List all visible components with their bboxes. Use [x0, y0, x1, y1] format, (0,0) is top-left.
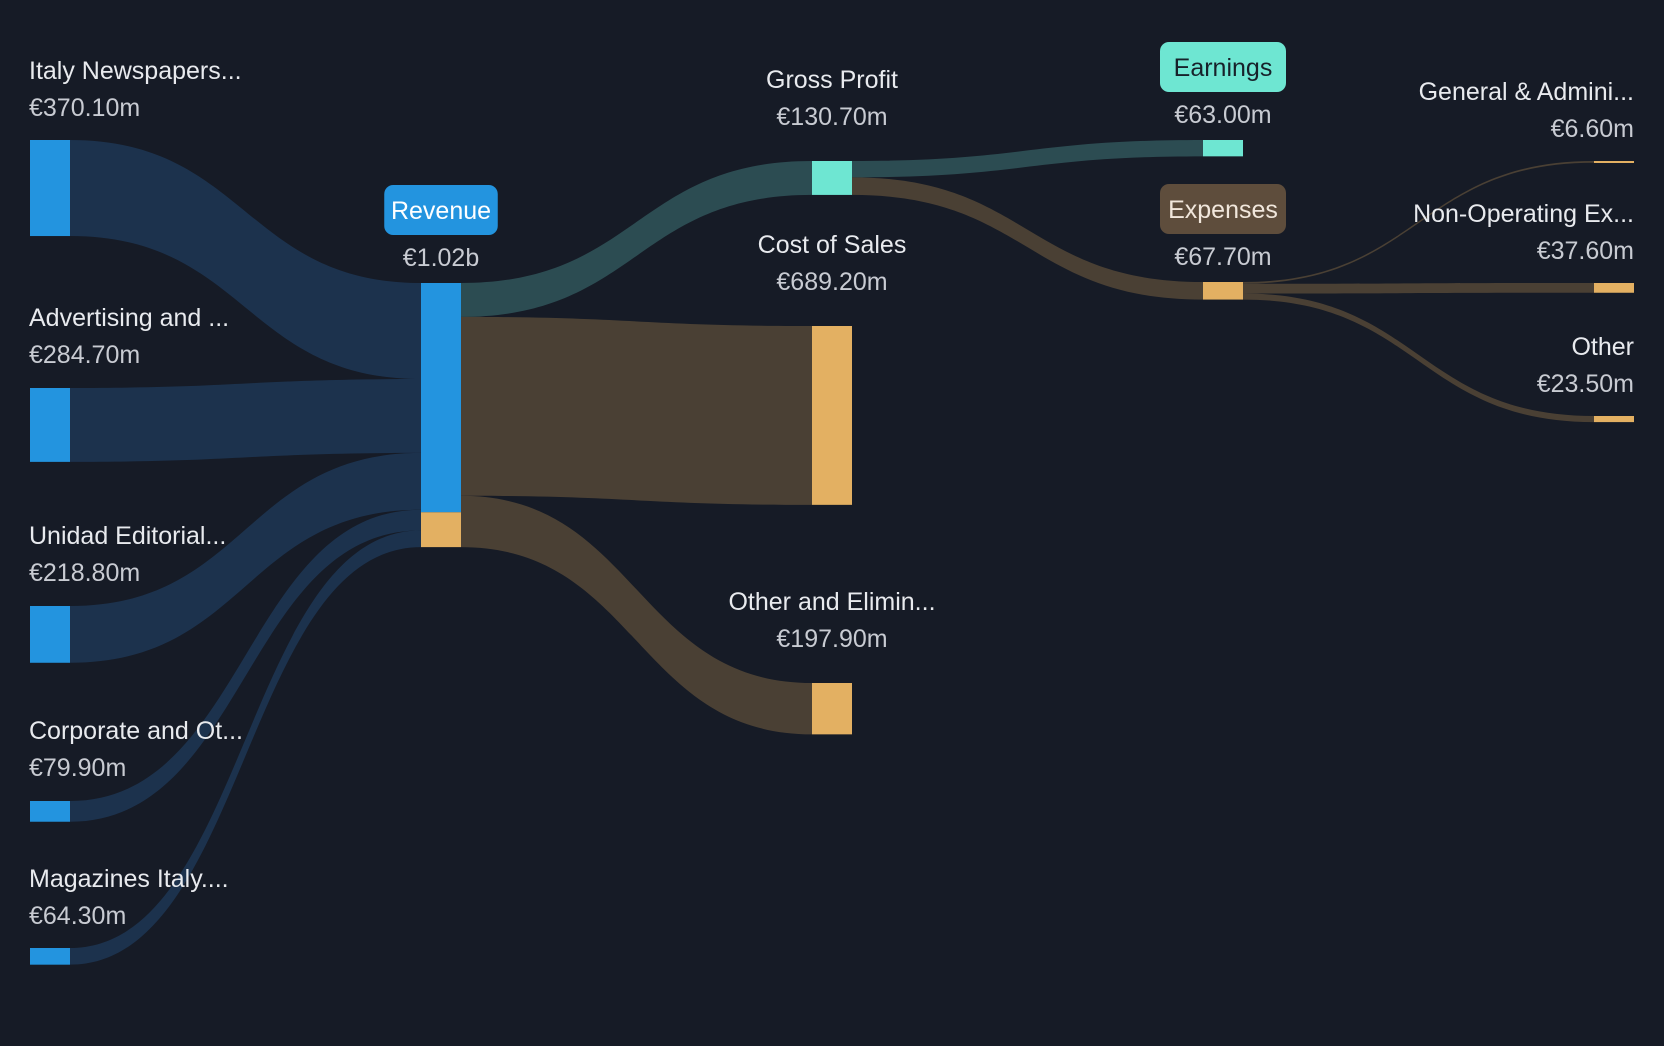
- flow-corporate-to-revenue: [70, 509, 421, 822]
- magazines-node-bar: [30, 948, 70, 965]
- expenses-pill: [1160, 184, 1286, 234]
- flow-unidad-to-revenue: [70, 452, 421, 663]
- other-value: €23.50m: [1537, 370, 1634, 398]
- non_operating-node-bar: [1594, 283, 1634, 293]
- other-label: Other: [1571, 333, 1634, 361]
- flow-revenue-to-gross_profit: [461, 161, 812, 317]
- flow-advertising-to-revenue: [70, 379, 421, 462]
- expenses-label: Expenses: [1168, 196, 1278, 224]
- other_elim-node-bar: [812, 683, 852, 735]
- other-node-bar: [1594, 416, 1634, 423]
- revenue-pill: [384, 185, 498, 235]
- corporate-node-bar: [30, 801, 70, 822]
- gross_profit-label: Gross Profit: [766, 66, 898, 94]
- earnings-pill: [1160, 42, 1286, 92]
- advertising-node-bar: [30, 388, 70, 462]
- node-bars: [30, 140, 1634, 965]
- unidad-node-bar: [30, 606, 70, 663]
- earnings-label: Earnings: [1174, 54, 1273, 82]
- flow-revenue-to-cost_of_sales: [461, 316, 812, 505]
- unidad-value: €218.80m: [29, 559, 140, 587]
- cost_of_sales-value: €689.20m: [776, 268, 887, 296]
- expenses-node-bar: [1203, 282, 1243, 300]
- magazines-label: Magazines Italy....: [29, 865, 229, 893]
- cost_of_sales-node-bar: [812, 326, 852, 505]
- flow-italy-to-revenue: [70, 140, 421, 380]
- gen_admin-label: General & Admini...: [1419, 78, 1634, 106]
- earnings-value: €63.00m: [1174, 101, 1271, 129]
- expenses-value: €67.70m: [1174, 243, 1271, 271]
- gross_profit-value: €130.70m: [776, 103, 887, 131]
- flow-expenses-to-non_operating: [1243, 283, 1594, 294]
- other_elim-value: €197.90m: [776, 625, 887, 653]
- gross_profit-node-bar: [812, 161, 852, 195]
- magazines-value: €64.30m: [29, 902, 126, 930]
- italy-node-bar: [30, 140, 70, 237]
- earnings-node-bar: [1203, 140, 1243, 157]
- flow-magazines-to-revenue: [70, 530, 421, 965]
- flow-gross_profit-to-earnings: [852, 140, 1203, 178]
- corporate-label: Corporate and Ot...: [29, 717, 243, 745]
- cost_of_sales-label: Cost of Sales: [758, 231, 907, 259]
- advertising-label: Advertising and ...: [29, 304, 229, 332]
- flow-links: [70, 140, 1594, 965]
- corporate-value: €79.90m: [29, 754, 126, 782]
- unidad-label: Unidad Editorial...: [29, 522, 226, 550]
- flow-expenses-to-gen_admin: [1243, 161, 1594, 284]
- gen_admin-value: €6.60m: [1551, 115, 1634, 143]
- non_operating-label: Non-Operating Ex...: [1413, 200, 1634, 228]
- italy-value: €370.10m: [29, 94, 140, 122]
- flow-revenue-to-other_elim: [461, 495, 812, 735]
- revenue-value: €1.02b: [403, 244, 479, 272]
- advertising-value: €284.70m: [29, 341, 140, 369]
- italy-label: Italy Newspapers...: [29, 57, 242, 85]
- revenue-node-bar: [421, 512, 461, 548]
- other_elim-label: Other and Elimin...: [728, 588, 935, 616]
- non_operating-value: €37.60m: [1537, 237, 1634, 265]
- revenue-node-bar: [421, 283, 461, 513]
- flow-gross_profit-to-expenses: [852, 177, 1203, 300]
- gen_admin-node-bar: [1594, 161, 1634, 163]
- revenue-label: Revenue: [391, 197, 491, 225]
- flow-expenses-to-other: [1243, 293, 1594, 423]
